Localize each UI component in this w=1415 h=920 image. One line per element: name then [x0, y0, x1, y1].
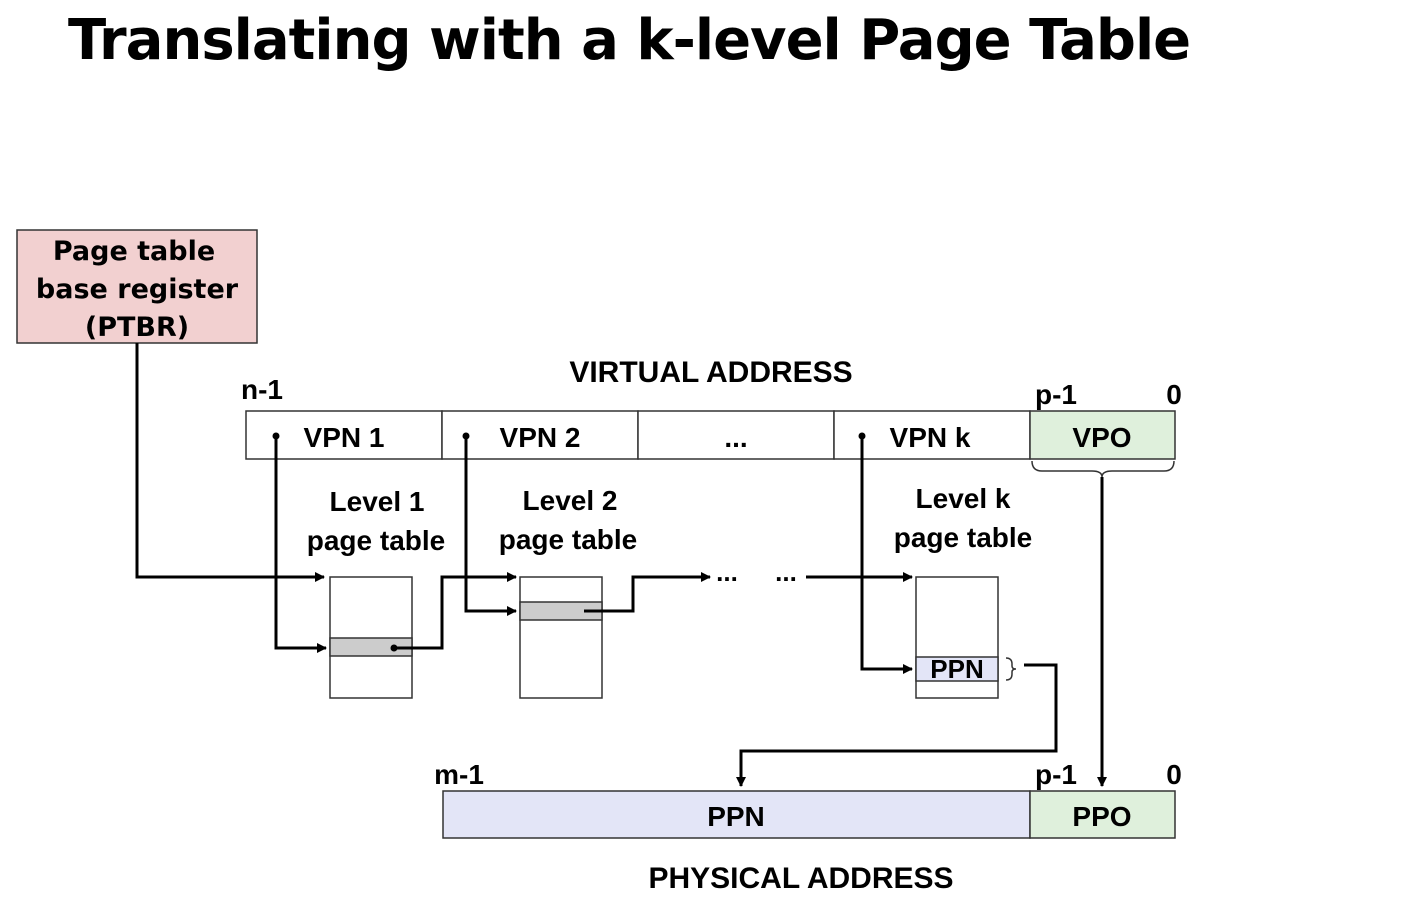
- tables-ellipsis-b: ...: [775, 557, 797, 587]
- levelk-page-table: PPN: [915, 576, 1017, 699]
- ptbr-line3: (PTBR): [85, 312, 189, 343]
- ppn-brace: [1005, 657, 1017, 681]
- va-ellipsis-field: ...: [724, 422, 747, 453]
- level1-label-line1: Level 1: [330, 486, 425, 517]
- vpo-high-bit: p-1: [1035, 379, 1077, 410]
- pa-low-bit: 0: [1166, 759, 1182, 790]
- vpo-field: VPO: [1072, 422, 1131, 453]
- pa-high-bit: m-1: [434, 759, 484, 790]
- level1-page-table: [329, 576, 413, 699]
- levelk-ppn-entry: [915, 656, 999, 682]
- tables-ellipsis-a: ...: [716, 557, 738, 587]
- ppo-high-bit: p-1: [1035, 759, 1077, 790]
- va-high-bit: n-1: [241, 374, 283, 405]
- connector-dots: [272, 432, 866, 652]
- virtual-address-bar: VPN 1 VPN 2 ... VPN k VPO: [245, 410, 1176, 460]
- level2-label-line2: page table: [499, 524, 637, 555]
- ptbr-line2: base register: [36, 274, 239, 305]
- connectors: [135, 343, 1107, 787]
- ptbr-to-level1-arrow: [135, 343, 325, 582]
- level1-label-line2: page table: [307, 525, 445, 556]
- vpn2-field: VPN 2: [500, 422, 581, 453]
- physical-address-bar: PPN PPO: [442, 790, 1176, 839]
- vpo-brace: [1031, 460, 1175, 478]
- levelk-ppn-label: PPN: [930, 654, 983, 684]
- levelk-label-line1: Level k: [916, 483, 1011, 514]
- slide-title: Translating with a k-level Page Table: [68, 8, 1191, 73]
- ppn-to-physical-arrow: [736, 663, 1058, 787]
- level2-page-table: [519, 576, 603, 699]
- vpn1-to-entry-arrow: [274, 436, 327, 653]
- vpn1-field: VPN 1: [304, 422, 385, 453]
- ptbr-line1: Page table: [53, 236, 215, 267]
- vpnk-field: VPN k: [890, 422, 971, 453]
- ppo-field: PPO: [1072, 801, 1131, 832]
- virtual-address-label: VIRTUAL ADDRESS: [569, 356, 852, 389]
- level1-to-level2-arrow: [394, 572, 517, 650]
- level2-to-next-arrow: [584, 572, 711, 613]
- vpn2-to-entry-arrow: [464, 436, 517, 616]
- physical-address-label: PHYSICAL ADDRESS: [648, 862, 953, 895]
- level2-label-line1: Level 2: [523, 485, 618, 516]
- ptbr-box: Page table base register (PTBR): [16, 229, 258, 344]
- vpnk-to-entry-arrow: [860, 436, 913, 674]
- ppn-field: PPN: [707, 801, 765, 832]
- va-low-bit: 0: [1166, 379, 1182, 410]
- levelk-label-line2: page table: [894, 522, 1032, 553]
